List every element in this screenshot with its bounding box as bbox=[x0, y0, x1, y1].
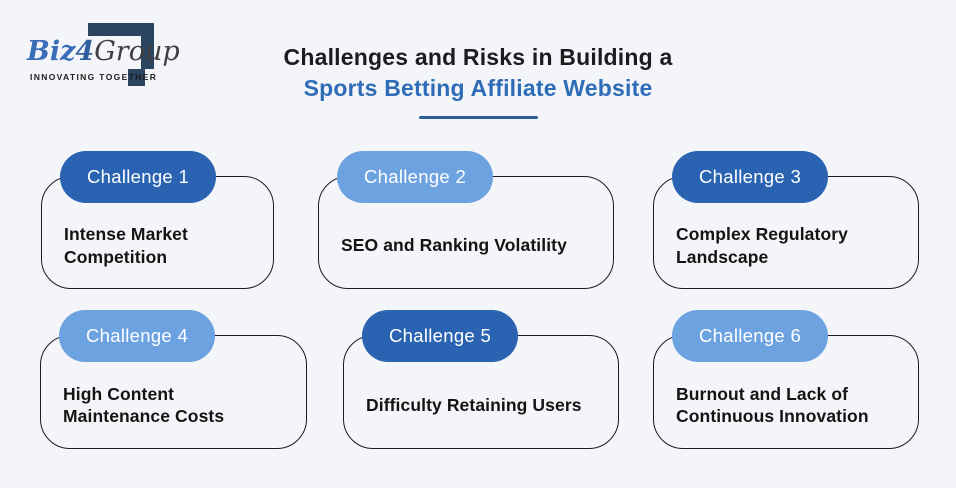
challenge-title-3: Complex Regulatory Landscape bbox=[676, 203, 906, 288]
challenge-card-6: Challenge 6 Burnout and Lack of Continuo… bbox=[653, 310, 919, 449]
challenge-title-4: High Content Maintenance Costs bbox=[63, 362, 294, 448]
challenge-title-3-line2: Landscape bbox=[676, 246, 769, 267]
page-title-accent: Sports Betting Affiliate Website bbox=[303, 74, 653, 101]
page-title-line1: Challenges and Risks in Building a bbox=[283, 44, 673, 70]
challenge-badge-1: Challenge 1 bbox=[60, 151, 217, 203]
biz4group-logo: Biz4Group INNOVATING TOGETHER bbox=[25, 18, 180, 98]
logo-brand-group: Group bbox=[94, 36, 180, 67]
challenge-title-6: Burnout and Lack of Continuous Innovatio… bbox=[676, 362, 906, 448]
challenge-title-1-line2: Competition bbox=[64, 246, 168, 267]
challenge-badge-2: Challenge 2 bbox=[337, 151, 494, 203]
challenge-card-2: Challenge 2 SEO and Ranking Volatility bbox=[318, 151, 614, 289]
challenge-title-5: Difficulty Retaining Users bbox=[366, 362, 606, 448]
page-title: Challenges and Risks in Building a Sport… bbox=[0, 42, 956, 103]
challenge-badge-3: Challenge 3 bbox=[672, 151, 829, 203]
logo-brand-biz: Biz bbox=[27, 36, 76, 67]
challenge-card-3: Challenge 3 Complex Regulatory Landscape bbox=[653, 151, 919, 289]
challenge-title-4-line2: Maintenance Costs bbox=[63, 406, 225, 426]
logo-bracket-icon bbox=[88, 23, 154, 87]
challenge-card-5: Challenge 5 Difficulty Retaining Users bbox=[343, 310, 619, 449]
challenge-title-4-line1: High Content bbox=[63, 383, 175, 404]
challenge-title-5-line1: Difficulty Retaining Users bbox=[366, 394, 582, 415]
challenge-card-4: Challenge 4 High Content Maintenance Cos… bbox=[40, 310, 307, 449]
challenge-title-3-line1: Complex Regulatory bbox=[676, 224, 848, 245]
challenge-badge-5: Challenge 5 bbox=[362, 310, 519, 362]
challenge-title-6-line1: Burnout and Lack of bbox=[676, 383, 849, 404]
challenge-title-6-line2: Continuous Innovation bbox=[676, 406, 869, 426]
challenge-title-2-line1: SEO and Ranking Volatility bbox=[341, 235, 567, 256]
challenge-title-1-line1: Intense Market bbox=[64, 224, 188, 245]
logo-brand-4: 4 bbox=[75, 36, 95, 67]
title-underline bbox=[419, 116, 538, 119]
logo-brand-text: Biz4Group bbox=[27, 38, 180, 65]
challenge-title-2: SEO and Ranking Volatility bbox=[341, 203, 601, 288]
challenge-card-1: Challenge 1 Intense Market Competition bbox=[41, 151, 274, 289]
challenge-badge-4: Challenge 4 bbox=[59, 310, 216, 362]
challenge-title-1: Intense Market Competition bbox=[64, 203, 261, 288]
challenge-badge-6: Challenge 6 bbox=[672, 310, 829, 362]
logo-tagline: INNOVATING TOGETHER bbox=[30, 72, 158, 82]
